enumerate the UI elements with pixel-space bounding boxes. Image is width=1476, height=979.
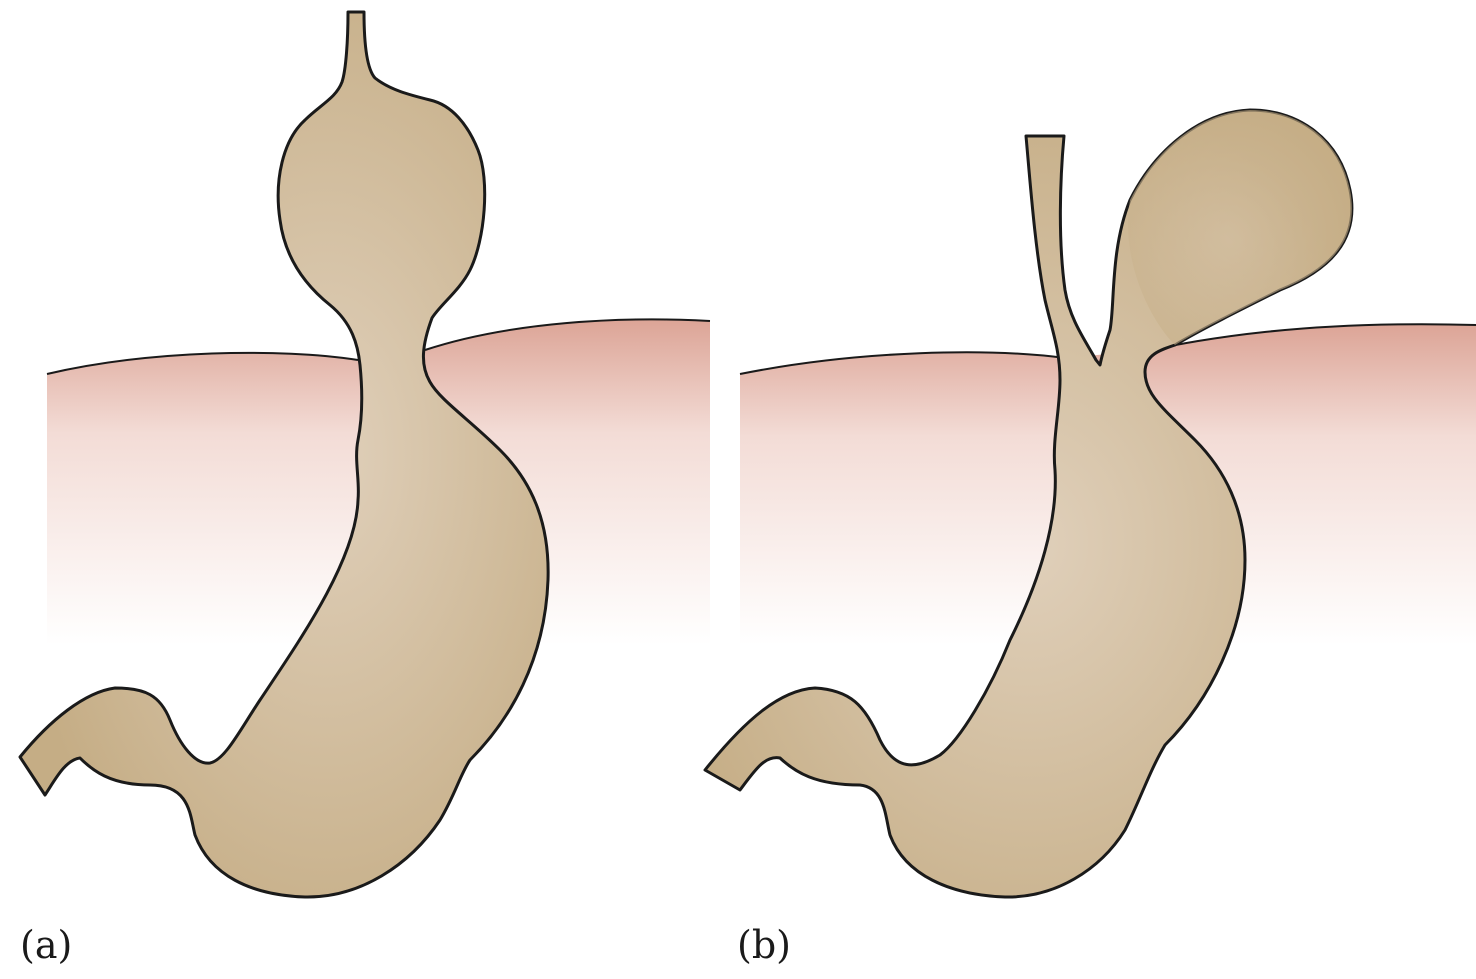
- herniated-fundus-b: [1128, 110, 1352, 345]
- panel-label-b: (b): [737, 926, 791, 964]
- panel-b: [705, 110, 1476, 897]
- panel-a: [20, 12, 710, 897]
- panel-label-a: (a): [20, 926, 72, 964]
